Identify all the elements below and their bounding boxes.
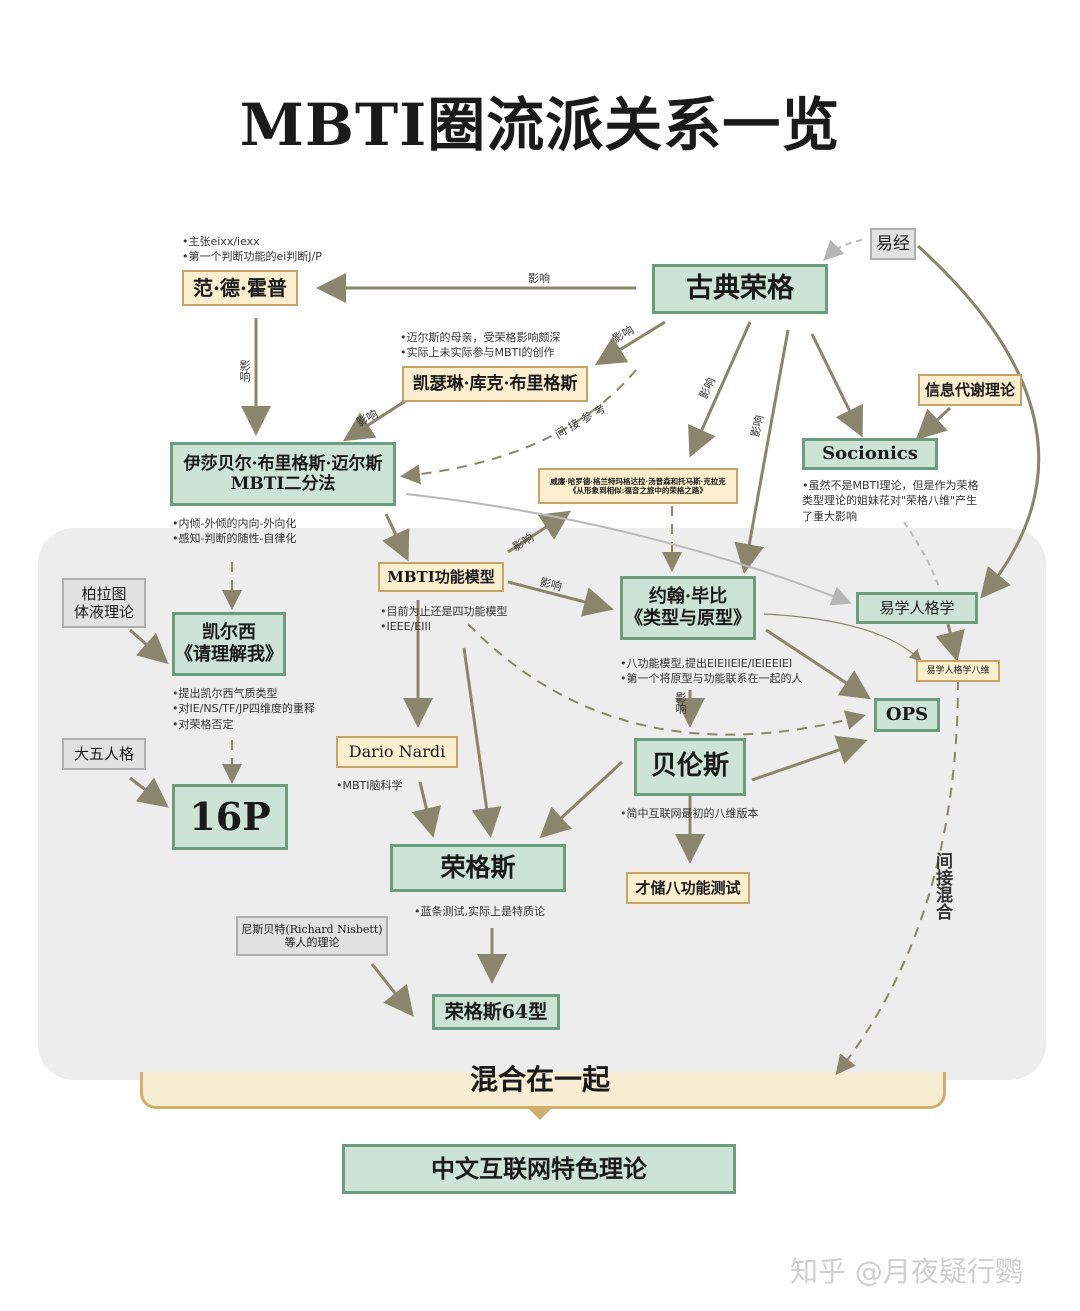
edge-info-socionics bbox=[915, 406, 952, 441]
node-yijing[interactable]: 易经 bbox=[870, 228, 916, 260]
edge-mbtifunction-harold bbox=[507, 510, 572, 554]
edge-myers-mbtifunction bbox=[382, 513, 410, 562]
node-beebe[interactable]: 约翰·毕比 《类型与原型》 bbox=[620, 576, 756, 640]
node-plato[interactable]: 柏拉图 体液理论 bbox=[62, 578, 146, 628]
node-katharine[interactable]: 凯瑟琳·库克·布里格斯 bbox=[402, 366, 588, 402]
edge-bigfive-16p bbox=[129, 776, 169, 808]
node-big-five[interactable]: 大五人格 bbox=[62, 738, 146, 770]
node-dario[interactable]: Dario Nardi bbox=[336, 736, 458, 768]
node-nisbett[interactable]: 尼斯贝特(Richard Nisbett) 等人的理论 bbox=[236, 916, 388, 956]
node-caichu[interactable]: 才储八功能测试 bbox=[626, 872, 750, 904]
note-keirsey: •提出凯尔西气质类型 •对IE/NS/TF/JP四维度的重释 •对荣格否定 bbox=[172, 687, 315, 731]
note-socionics: •虽然不是MBTI理论，但是作为荣格 类型理论的姐妹花对"荣格八维"产生 了重大… bbox=[802, 479, 979, 523]
edge-classic-harold bbox=[688, 321, 752, 458]
edge-nisbett-jungs64 bbox=[370, 963, 414, 1017]
note-bellows: •简中互联网最初的八维版本 bbox=[620, 807, 759, 820]
node-mbti-function[interactable]: MBTI功能模型 bbox=[378, 562, 504, 592]
note-katharine: •迈尔斯的母亲，受荣格影响颇深 •实际上未实际参与MBTI的创作 bbox=[400, 331, 561, 360]
node-bellows[interactable]: 贝伦斯 bbox=[634, 738, 746, 796]
edge-label-classic-vanderhoop: 影响 bbox=[528, 272, 550, 285]
node-classic-jung[interactable]: 古典荣格 bbox=[652, 264, 828, 314]
node-van-der-hoop[interactable]: 范·德·霍普 bbox=[182, 270, 298, 306]
edge-dario-jungs bbox=[411, 781, 441, 838]
edge-yixue-yixueeight bbox=[935, 623, 965, 662]
node-chinese-theory[interactable]: 中文互联网特色理论 bbox=[342, 1144, 736, 1194]
note-beebe: •八功能模型,提出EIEIIEIE/IEIEEIEI •第一个将原型与功能联系在… bbox=[620, 657, 803, 686]
edge-bellows-ops bbox=[751, 735, 868, 782]
note-myers: •内倾-外倾的内向-外向化 •感知-判断的随性-自律化 bbox=[172, 517, 297, 546]
mix-label: 混合在一起 bbox=[469, 1063, 610, 1096]
edge-beebe-ops bbox=[765, 628, 872, 700]
edge-yijing-classic bbox=[823, 239, 863, 261]
note-dario: •MBTI脑科学 bbox=[336, 779, 403, 792]
edge-bellows-jungs bbox=[539, 760, 624, 839]
mix-bracket bbox=[140, 1072, 946, 1109]
edge-socionics-gray bbox=[903, 521, 941, 591]
edge-myers-yixue bbox=[405, 493, 852, 606]
edge-mbtifunction-jungs bbox=[462, 647, 502, 838]
edge-beebe-yixueeight bbox=[763, 613, 922, 662]
edge-mbtifunction-ops bbox=[467, 623, 866, 736]
edge-plato-keirsey bbox=[129, 628, 169, 664]
edge-label-beebe-bellows: 影响 bbox=[674, 692, 687, 714]
edge-katharine-myers-indirect bbox=[400, 369, 637, 485]
node-socionics[interactable]: Socionics bbox=[802, 438, 938, 470]
node-yixue[interactable]: 易学人格学 bbox=[856, 592, 978, 624]
node-jungs64[interactable]: 荣格斯64型 bbox=[432, 994, 560, 1030]
edge-mbtifunction-beebe bbox=[507, 580, 614, 617]
note-mbti-function: •目前为止还是四功能模型 •IEEE/EIII bbox=[380, 605, 508, 634]
node-harold[interactable]: 威廉·哈罗德·格兰特玛格达拉·汤普森和托马斯·克拉克 《从形象到相似:福音之旅中… bbox=[538, 468, 738, 504]
edge-classic-beebe bbox=[734, 329, 790, 574]
edge-katharine-myers bbox=[342, 396, 411, 442]
mix-bracket-tip bbox=[528, 1108, 552, 1120]
node-jungs[interactable]: 荣格斯 bbox=[390, 844, 566, 892]
node-info-metabolism[interactable]: 信息代谢理论 bbox=[918, 374, 1022, 406]
edge-classic-katharine bbox=[594, 320, 666, 366]
edge-label-indirect-mix: 间接混合 bbox=[932, 852, 952, 920]
node-ops[interactable]: OPS bbox=[874, 698, 940, 732]
page-title: MBTI圈流派关系一览 bbox=[239, 91, 841, 159]
edge-indirect-mix bbox=[835, 679, 959, 1076]
edge-classic-socionics bbox=[810, 333, 863, 438]
node-myers[interactable]: 伊莎贝尔·布里格斯·迈尔斯 MBTI二分法 bbox=[170, 442, 396, 506]
edge-yijing-yixue bbox=[916, 244, 1041, 599]
node-16p[interactable]: 16P bbox=[172, 784, 288, 850]
note-van-der-hoop: •主张eixx/iexx •第一个判断功能的ei判断J/P bbox=[182, 235, 322, 264]
node-yixue-eight[interactable]: 易学人格学八维 bbox=[916, 660, 1000, 682]
note-jungs: •蓝条测试,实际上是特质论 bbox=[414, 905, 545, 918]
node-keirsey[interactable]: 凯尔西 《请理解我》 bbox=[172, 612, 286, 676]
edge-label-vanderhoop-myers: 影响 bbox=[238, 360, 251, 382]
watermark: 知乎 @月夜疑行鹦 bbox=[790, 1255, 1023, 1288]
